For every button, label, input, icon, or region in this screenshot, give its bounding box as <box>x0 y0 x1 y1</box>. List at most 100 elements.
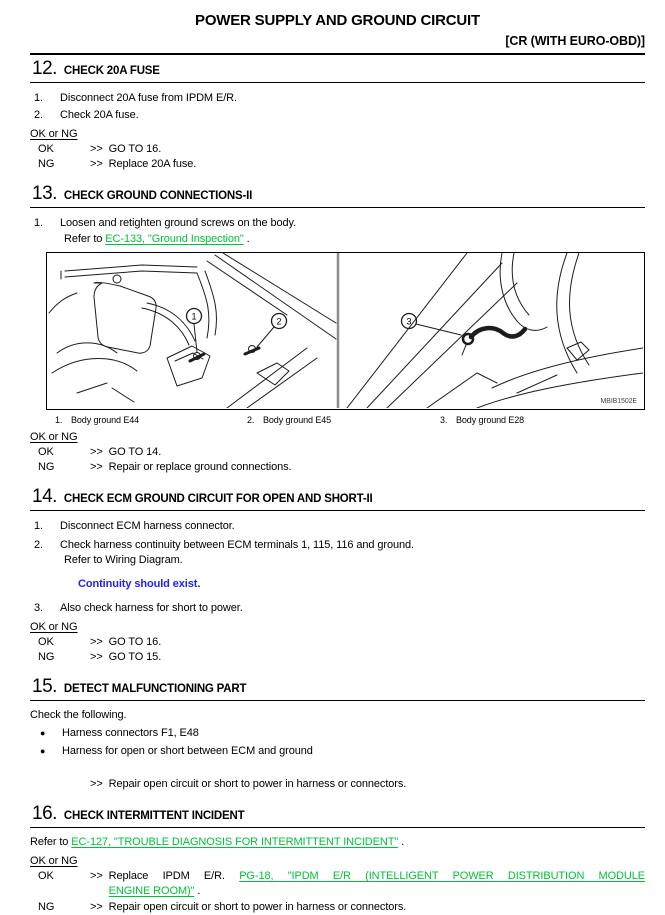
section-14-rule <box>30 510 645 511</box>
section-13-heading: 13. CHECK GROUND CONNECTIONS-II <box>30 180 645 207</box>
s13-step-1: 1. Loosen and retighten ground screws on… <box>30 216 645 231</box>
pg-18-ipdm-link[interactable]: PG-18, "IPDM E/R (INTELLIGENT POWER DIST… <box>239 870 646 882</box>
s13-okng-label: OK or NG <box>30 430 645 445</box>
step-text: Check 20A fuse. <box>60 109 139 121</box>
section-14-heading: 14. CHECK ECM GROUND CIRCUIT FOR OPEN AN… <box>30 483 645 510</box>
section-16-rule <box>30 827 645 828</box>
result-arrow: >> <box>90 901 103 913</box>
result-arrow: >> <box>90 158 103 170</box>
s13-refer-line: Refer to EC-133, "Ground Inspection" . <box>64 232 645 247</box>
result-arrow: >> <box>90 446 103 458</box>
result-label: NG <box>38 461 55 473</box>
bullet-icon: ● <box>40 746 46 756</box>
step-number: 1. <box>34 520 43 532</box>
refer-prefix: Refer to <box>30 836 72 848</box>
s12-result-ng: NG >> Replace 20A fuse. <box>38 157 645 172</box>
result-arrow: >> <box>90 778 103 790</box>
result-text: Repair or replace ground connections. <box>108 461 292 473</box>
s15-intro: Check the following. <box>30 709 127 721</box>
refer-suffix: . <box>398 836 405 848</box>
section-12-heading: 12. CHECK 20A FUSE <box>30 55 645 82</box>
caption-number: 3. <box>440 415 448 425</box>
bullet-text: Harness connectors F1, E48 <box>62 727 199 739</box>
s14-step-1: 1. Disconnect ECM harness connector. <box>30 519 645 534</box>
s14-step-3: 3. Also check harness for short to power… <box>30 601 645 616</box>
section-16-heading: 16. CHECK INTERMITTENT INCIDENT <box>30 800 645 827</box>
step-text: Check harness continuity between ECM ter… <box>60 539 414 551</box>
section-16-number: 16. <box>32 803 57 824</box>
result-label: NG <box>38 651 55 663</box>
section-14-number: 14. <box>32 486 57 507</box>
result-text: GO TO 16. <box>108 143 162 155</box>
caption-text: Body ground E28 <box>456 415 525 425</box>
ec-133-ground-inspection-link[interactable]: EC-133, "Ground Inspection" <box>105 233 244 245</box>
section-12-title: CHECK 20A FUSE <box>63 65 160 77</box>
s16-result-ok: OK >> Replace IPDM E/R. PG-18, "IPDM E/R… <box>38 869 645 899</box>
s16-refer-line: Refer to EC-127, "TROUBLE DIAGNOSIS FOR … <box>30 835 645 850</box>
section-13-number: 13. <box>32 183 57 204</box>
caption-text: Body ground E45 <box>263 415 332 425</box>
s14-result-ng: NG >> GO TO 15. <box>38 650 645 665</box>
callout-3: 3 <box>407 317 412 327</box>
step-text: Disconnect 20A fuse from IPDM E/R. <box>60 92 237 104</box>
s15-bullet-1: ● Harness connectors F1, E48 <box>40 726 645 741</box>
result-text: Repair open circuit or short to power in… <box>108 901 407 913</box>
result-label: OK <box>38 446 54 458</box>
caption-number: 2. <box>247 415 255 425</box>
section-14-title: CHECK ECM GROUND CIRCUIT FOR OPEN AND SH… <box>63 493 373 505</box>
s14-step-2: 2. Check harness continuity between ECM … <box>30 538 645 553</box>
okng-text: OK or NG <box>30 128 78 140</box>
section-12-rule <box>30 82 645 83</box>
caption-number: 1. <box>55 415 63 425</box>
s15-bullet-2: ● Harness for open or short between ECM … <box>40 744 645 759</box>
bullet-icon: ● <box>40 728 46 738</box>
figure-captions: 1. Body ground E44 2. Body ground E45 3.… <box>55 414 645 426</box>
s12-result-ok: OK >> GO TO 16. <box>38 142 645 157</box>
figure-code: MBIB1502E <box>601 398 638 405</box>
section-13-title: CHECK GROUND CONNECTIONS-II <box>63 190 253 202</box>
s16-result-ng: NG >> Repair open circuit or short to po… <box>38 900 645 915</box>
result-arrow: >> <box>90 636 103 648</box>
s14-result-ok: OK >> GO TO 16. <box>38 635 645 650</box>
okng-text: OK or NG <box>30 621 78 633</box>
step-text: Also check harness for short to power. <box>60 602 243 614</box>
ec-127-intermittent-incident-link[interactable]: EC-127, "TROUBLE DIAGNOSIS FOR INTERMITT… <box>71 836 399 848</box>
s16-okng-label: OK or NG <box>30 854 645 869</box>
step-number: 2. <box>34 109 43 121</box>
result-arrow: >> <box>90 143 103 155</box>
refer-prefix: Refer to <box>64 233 106 245</box>
section-15-number: 15. <box>32 676 57 697</box>
continuity-spec: Continuity should exist. <box>78 578 201 590</box>
okng-text: OK or NG <box>30 855 78 867</box>
result-label: OK <box>38 143 54 155</box>
s15-action: >> Repair open circuit or short to power… <box>90 777 645 792</box>
callout-2: 2 <box>277 317 282 327</box>
step-number: 3. <box>34 602 43 614</box>
s12-step-2: 2. Check 20A fuse. <box>30 108 645 123</box>
action-text: Repair open circuit or short to power in… <box>108 778 407 790</box>
okng-text: OK or NG <box>30 431 78 443</box>
figure-caption-1: 1. Body ground E44 <box>55 414 247 426</box>
caption-text: Body ground E44 <box>71 415 140 425</box>
section-15-heading: 15. DETECT MALFUNCTIONING PART <box>30 673 645 700</box>
s12-okng-label: OK or NG <box>30 127 645 142</box>
page-title: POWER SUPPLY AND GROUND CIRCUIT <box>195 12 480 29</box>
section-12-number: 12. <box>32 58 57 79</box>
s12-step-1: 1. Disconnect 20A fuse from IPDM E/R. <box>30 91 645 106</box>
section-15-title: DETECT MALFUNCTIONING PART <box>63 683 247 695</box>
s14-step-2-continued: Refer to Wiring Diagram. <box>64 554 183 566</box>
result-label: NG <box>38 901 55 913</box>
pg-18-ipdm-link-continued[interactable]: ENGINE ROOM)" <box>108 885 195 897</box>
ground-locations-figure: 1 2 3 MBIB1502E <box>46 252 645 410</box>
callout-1: 1 <box>192 312 197 322</box>
result-label: OK <box>38 636 54 648</box>
result-arrow: >> <box>90 870 103 882</box>
result-arrow: >> <box>90 651 103 663</box>
header-divider <box>30 53 645 55</box>
s13-result-ok: OK >> GO TO 14. <box>38 445 645 460</box>
result-arrow: >> <box>90 461 103 473</box>
result-text: GO TO 16. <box>108 636 162 648</box>
section-15-rule <box>30 700 645 701</box>
s13-result-ng: NG >> Repair or replace ground connectio… <box>38 460 645 475</box>
link-suffix: . <box>194 885 201 897</box>
